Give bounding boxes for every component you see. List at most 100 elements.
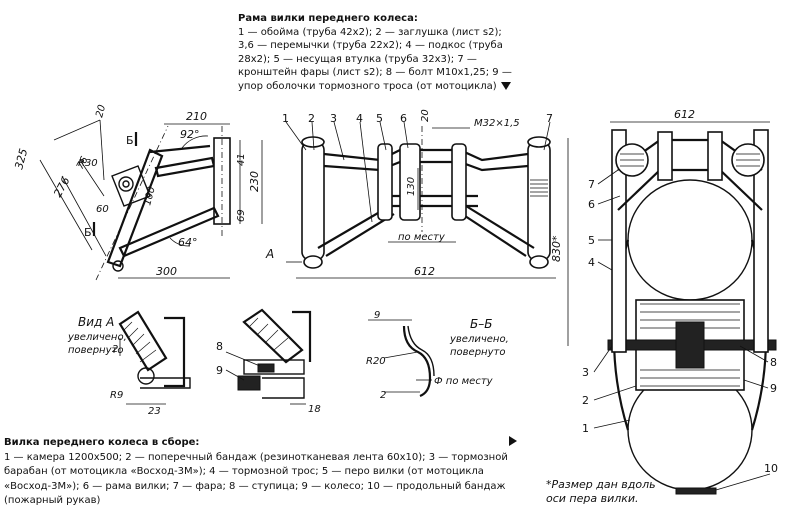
bolt-head	[257, 363, 275, 373]
view-a-sleeve	[164, 316, 186, 388]
front-label-4: 4	[356, 112, 363, 125]
side-bracket-plate	[111, 165, 151, 207]
front-label-6: 6	[400, 112, 407, 125]
dim-41: 41	[236, 153, 247, 166]
assembly-label-1: 1	[582, 422, 589, 435]
dimension-footnote: *Размер дан вдоль оси пера вилки.	[546, 478, 656, 505]
side-view: 325 276 76 20 R30 60 100 210 92° 41 230 …	[12, 104, 263, 281]
assembly-label-9: 9	[770, 382, 777, 395]
section-bb-subtitle-2: повернуто	[450, 347, 505, 358]
side-top-edge	[149, 144, 211, 154]
dim-69: 69	[236, 209, 247, 222]
side-fork-tube	[106, 148, 164, 268]
assembly-label-2: 2	[582, 394, 589, 407]
frame-caption-title: Рама вилки переднего колеса:	[238, 13, 418, 24]
section-bb-dim-phi: Ф по месту	[434, 376, 494, 387]
front-sleeve-right	[451, 143, 467, 221]
assembly-caption-title: Вилка переднего колеса в сборе:	[4, 437, 200, 448]
section-bb-dim-r20: R20	[366, 356, 386, 367]
frame-caption: Рама вилки переднего колеса: 1 — обойма …	[238, 12, 516, 94]
view-a-subtitle-1: увеличено,	[67, 332, 127, 343]
bolt-detail-plate	[243, 359, 305, 375]
view-a-title: Вид А	[78, 315, 114, 329]
side-brace	[118, 206, 220, 258]
front-label-7: 7	[546, 112, 553, 125]
front-dim-20: 20	[420, 109, 431, 122]
section-mark-top: Б	[126, 134, 134, 147]
view-a-subtitle-2: повернуто	[68, 345, 123, 356]
bolt-label-8: 8	[216, 340, 223, 353]
angle-64: 64°	[178, 236, 198, 249]
assembly-label-6: 6	[588, 198, 595, 211]
front-sleeve-left	[377, 143, 393, 221]
fork-assembly: 612 830* 7 6 5 4 3 2 1 8 9 10	[550, 108, 778, 495]
front-center-sleeve	[399, 143, 421, 221]
front-label-2: 2	[308, 112, 315, 125]
assembly-caption-body: 1 — камера 1200х500; 2 — поперечный банд…	[4, 451, 508, 507]
assembly-dim-830: 830*	[550, 235, 563, 262]
view-a-hole	[137, 367, 155, 385]
section-bb: 9 R20 2 Ф по месту Б–Б увеличено, поверн…	[366, 310, 509, 401]
front-right-tube	[527, 141, 551, 261]
front-left-tube	[301, 141, 325, 261]
dim-20: 20	[94, 104, 108, 119]
front-dim-612: 612	[414, 265, 435, 278]
view-a-tube	[118, 310, 168, 372]
dim-100: 100	[142, 185, 158, 206]
tire-upper	[627, 179, 753, 301]
side-upper-bar	[154, 156, 216, 178]
bolt-dim-18: 18	[308, 404, 321, 415]
assembly-dim-612: 612	[674, 108, 695, 121]
section-bb-title: Б–Б	[470, 317, 492, 331]
dim-r30: R30	[78, 158, 98, 169]
caption-arrow-right-icon	[509, 436, 517, 446]
front-upper-bar	[323, 148, 529, 162]
longitudinal-band	[675, 487, 717, 495]
frame-caption-body: 1 — обойма (труба 42х2); 2 — заглушка (л…	[238, 26, 512, 92]
front-label-1: 1	[282, 112, 289, 125]
assembly-label-4: 4	[588, 256, 595, 269]
front-label-5: 5	[376, 112, 383, 125]
dim-276: 276	[51, 175, 72, 200]
angle-92: 92°	[180, 128, 200, 141]
fork-leg-left	[611, 129, 627, 353]
section-bb-profile	[402, 325, 432, 398]
bolt-label-9: 9	[216, 364, 223, 377]
front-brace-right	[465, 205, 535, 249]
front-dim-m32: М32×1,5	[474, 118, 520, 129]
side-bracket-hole	[118, 176, 134, 192]
side-bracket-hole-inner	[122, 180, 130, 188]
view-a-mark: А	[265, 247, 274, 261]
section-mark-bottom: Б	[84, 226, 92, 239]
dim-60: 60	[96, 204, 109, 215]
assembly-label-3: 3	[582, 366, 589, 379]
front-dim-130: 130	[406, 177, 417, 196]
view-a-dim-r9: R9	[110, 390, 123, 401]
section-bb-dim-2: 2	[380, 390, 386, 401]
front-dim-po-mestu: по месту	[398, 232, 446, 243]
view-a-dim-2: 2	[112, 344, 118, 355]
assembly-caption: Вилка переднего колеса в сборе: 1 — каме…	[4, 436, 524, 509]
dim-325: 325	[12, 147, 30, 171]
dim-230: 230	[248, 171, 261, 192]
section-bb-subtitle-1: увеличено,	[449, 334, 509, 345]
fork-leg-right	[753, 129, 769, 353]
assembly-label-8: 8	[770, 356, 777, 369]
assembly-label-10: 10	[764, 462, 778, 475]
wheel-hub	[675, 321, 705, 369]
dim-76: 76	[75, 155, 91, 171]
dim-300: 300	[156, 265, 177, 278]
side-lug	[112, 260, 124, 272]
view-a-dim-23: 23	[148, 406, 161, 417]
bolt-detail: 8 9 18	[216, 308, 321, 415]
assembly-label-7: 7	[588, 178, 595, 191]
dim-210: 210	[186, 110, 207, 123]
bolt-detail-tube	[242, 308, 304, 364]
view-a-detail: Вид А увеличено, повернуто 2 R9 23	[67, 310, 191, 417]
assembly-label-5: 5	[588, 234, 595, 247]
section-bb-dim-9: 9	[374, 310, 380, 321]
front-view: 1 2 3 4 5 6 7 20 М32×1,5 130 по месту 61…	[265, 109, 556, 279]
caption-arrow-icon	[500, 81, 511, 90]
front-label-3: 3	[330, 112, 337, 125]
